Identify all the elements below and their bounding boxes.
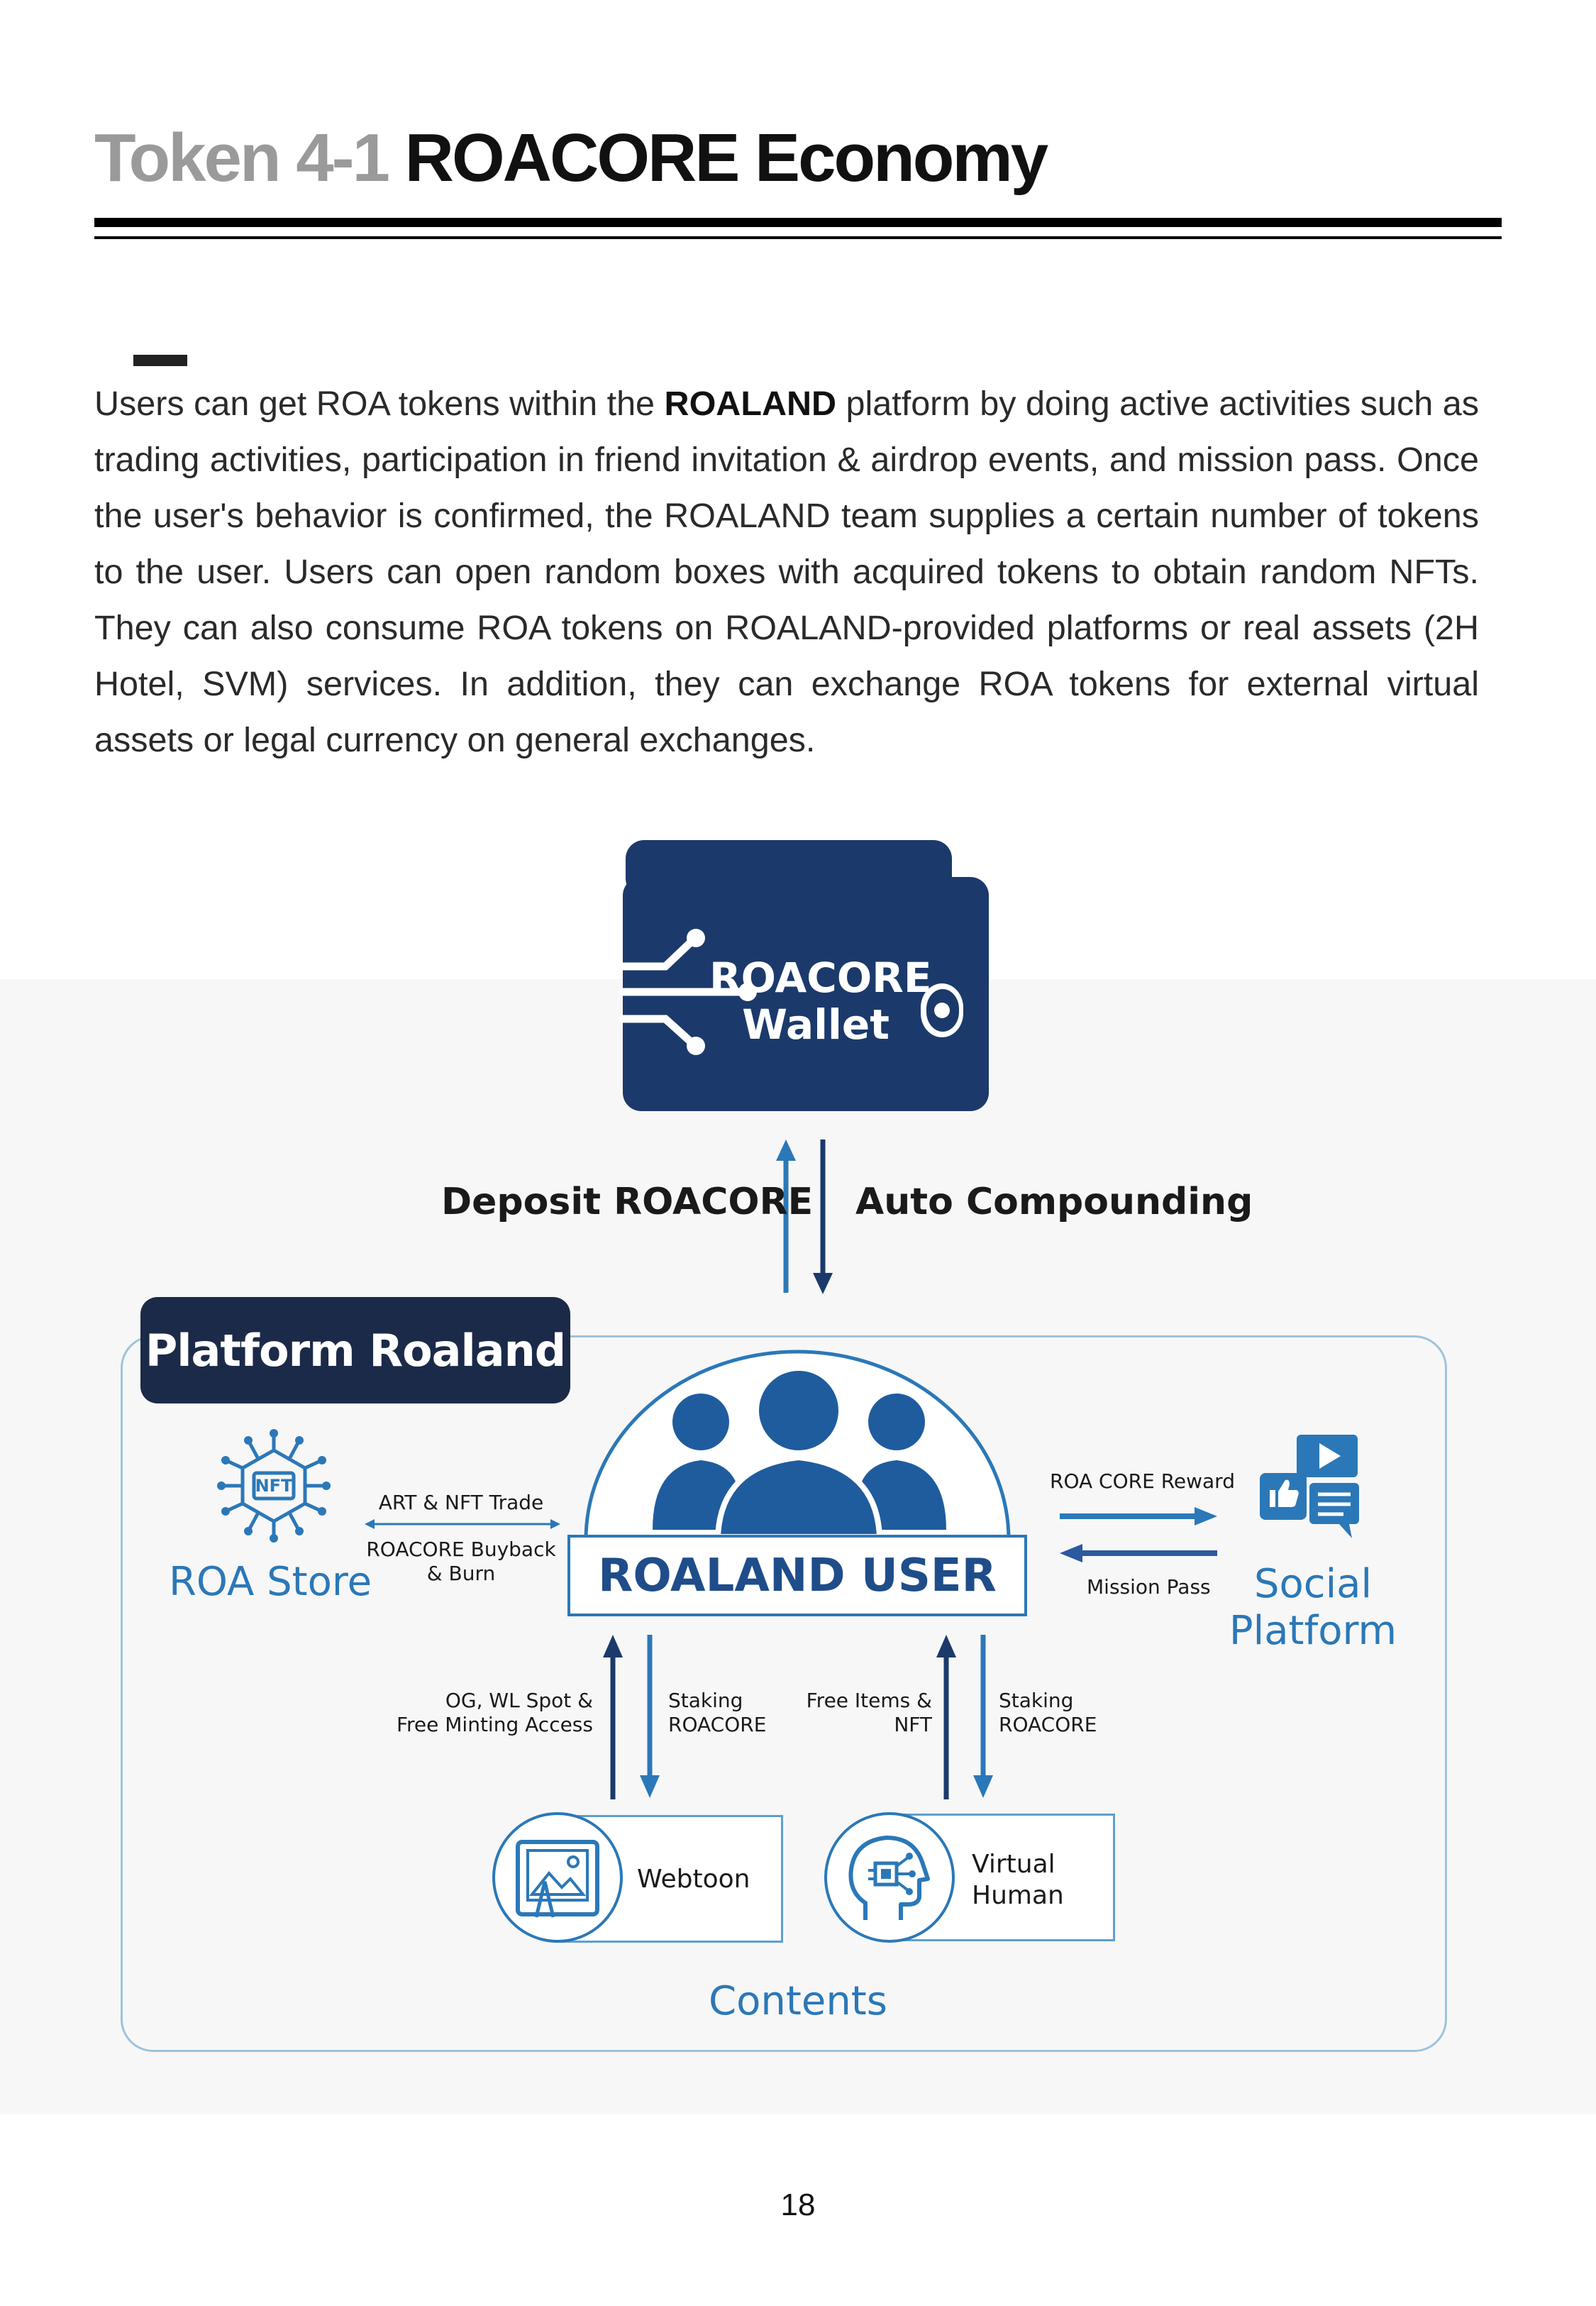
platform-frame xyxy=(121,1335,1447,2052)
compounding-label: Auto Compounding xyxy=(855,1181,1253,1223)
staking1-line2: ROACORE xyxy=(668,1713,767,1736)
intro-text-bold: ROALAND xyxy=(664,385,837,423)
buyback-line1: ROACORE Buyback xyxy=(366,1538,556,1561)
wallet-label-line2: Wallet xyxy=(742,1000,890,1049)
title-rule-thin xyxy=(94,236,1502,239)
wallet-label: ROACORE Wallet xyxy=(709,954,932,1049)
roaland-user-box: ROALAND USER xyxy=(567,1535,1027,1616)
platform-tag: Platform Roaland xyxy=(140,1297,570,1403)
nft-chip-icon xyxy=(217,1429,331,1543)
section-dash xyxy=(133,355,187,366)
roa-store-label: ROA Store xyxy=(169,1559,372,1605)
virtual-human-arrows xyxy=(936,1635,993,1799)
social-media-icon xyxy=(1260,1435,1359,1538)
free-line1: Free Items & xyxy=(806,1689,932,1712)
og-line2: Free Minting Access xyxy=(396,1713,593,1736)
staking1-line1: Staking xyxy=(668,1689,743,1712)
intro-text-before: Users can get ROA tokens within the xyxy=(94,385,665,423)
ai-head-icon xyxy=(848,1836,930,1920)
title-rule-thick xyxy=(94,218,1502,227)
intro-text-after: platform by doing active activities such… xyxy=(94,385,1479,759)
reward-arrow xyxy=(1060,1507,1217,1526)
deposit-label: Deposit ROACORE xyxy=(441,1181,814,1223)
store-user-double-arrow xyxy=(365,1519,560,1529)
page-number: 18 xyxy=(780,2188,816,2222)
social-line1: Social xyxy=(1253,1561,1373,1607)
art-trade-label: ART & NFT Trade xyxy=(378,1491,544,1514)
wallet-icon xyxy=(619,840,989,1111)
buyback-label: ROACORE Buyback & Burn xyxy=(355,1538,567,1586)
social-platform-label: Social Platform xyxy=(1217,1561,1409,1655)
title-prefix: Token 4-1 xyxy=(94,120,390,196)
staking-label-1: Staking ROACORE xyxy=(668,1689,766,1737)
webtoon-label: Webtoon xyxy=(637,1865,750,1894)
social-line2: Platform xyxy=(1229,1608,1397,1654)
users-group-icon xyxy=(653,1365,946,1540)
mission-arrow xyxy=(1060,1544,1217,1562)
webtoon-arrows xyxy=(603,1635,660,1799)
contents-label: Contents xyxy=(709,1978,887,2024)
virtual-line1: Virtual xyxy=(972,1850,1055,1879)
staking-label-2: Staking ROACORE xyxy=(999,1689,1097,1737)
og-line1: OG, WL Spot & xyxy=(445,1689,593,1712)
og-access-label: OG, WL Spot & Free Minting Access xyxy=(376,1689,593,1737)
free-line2: NFT xyxy=(894,1713,932,1736)
virtual-human-label: Virtual Human xyxy=(972,1849,1064,1911)
title-main: ROACORE Economy xyxy=(404,120,1048,196)
staking2-line2: ROACORE xyxy=(999,1713,1097,1736)
nft-badge-text: NFT xyxy=(255,1476,293,1496)
intro-paragraph: Users can get ROA tokens within the ROAL… xyxy=(94,376,1479,768)
mission-label: Mission Pass xyxy=(1087,1575,1211,1599)
page-title: Token 4-1 ROACORE Economy xyxy=(94,119,1048,197)
virtual-line2: Human xyxy=(972,1881,1064,1910)
webtoon-drawing-icon xyxy=(516,1840,599,1918)
wallet-label-line1: ROACORE xyxy=(709,954,932,1002)
wallet-arrows xyxy=(776,1140,833,1294)
staking2-line1: Staking xyxy=(999,1689,1074,1712)
buyback-line2: & Burn xyxy=(426,1562,496,1585)
reward-label: ROA CORE Reward xyxy=(1050,1469,1235,1493)
free-items-label: Free Items & NFT xyxy=(787,1689,932,1737)
